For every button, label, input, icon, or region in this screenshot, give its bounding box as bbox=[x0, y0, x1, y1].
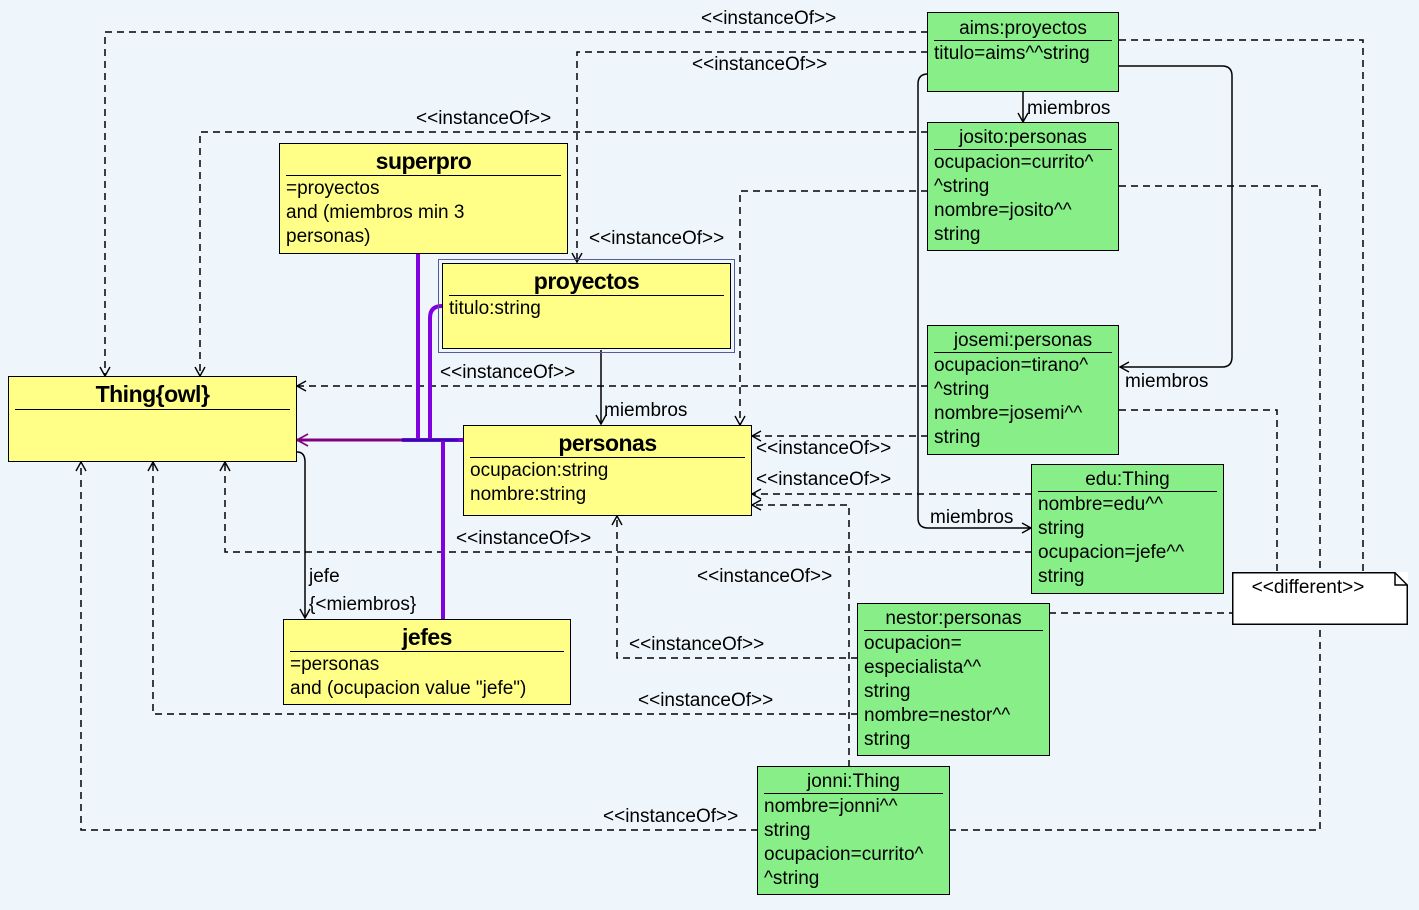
individual-attr: ocupacion=jefe^^ bbox=[1038, 541, 1185, 563]
individual-title: josemi:personas bbox=[934, 328, 1112, 353]
individual-attr: nombre=josito^^ bbox=[934, 199, 1072, 221]
individual-attr: especialista^^ bbox=[864, 656, 982, 678]
edge-label-miembros: miembros bbox=[930, 507, 1014, 528]
individual-attr: string bbox=[1038, 517, 1085, 539]
class-attr: titulo:string bbox=[449, 298, 541, 320]
edge-label-jefe-constraint: {<miembros} bbox=[309, 594, 417, 615]
note-label: <<different>> bbox=[1251, 577, 1365, 598]
edge-miembros-edu bbox=[917, 73, 1033, 534]
individual-nestor[interactable]: nestor:personas ocupacion= especialista^… bbox=[857, 603, 1050, 756]
individual-attr: nombre=edu^^ bbox=[1038, 493, 1164, 515]
class-jefes[interactable]: jefes =personas and (ocupacion value "je… bbox=[283, 619, 571, 705]
individual-title: nestor:personas bbox=[864, 606, 1043, 631]
individual-attr: nombre=nestor^^ bbox=[864, 704, 1011, 726]
individual-josito[interactable]: josito:personas ocupacion=currito^ ^stri… bbox=[927, 122, 1119, 251]
individual-attr: ocupacion=tirano^ bbox=[934, 354, 1089, 376]
individual-jonni[interactable]: jonni:Thing nombre=jonni^^ string ocupac… bbox=[757, 766, 950, 895]
class-attr: =personas bbox=[290, 654, 380, 676]
edge-label: <<instanceOf>> bbox=[697, 566, 833, 587]
edge-label: <<instanceOf>> bbox=[456, 528, 592, 549]
edge-different-josemi bbox=[1119, 409, 1278, 572]
class-title: jefes bbox=[290, 622, 564, 653]
edge-josito-thing bbox=[194, 131, 928, 378]
edge-label-jefe: jefe bbox=[309, 566, 340, 587]
class-thing[interactable]: Thing{owl} bbox=[8, 376, 297, 462]
class-superpro[interactable]: superpro =proyectos and (miembros min 3 … bbox=[279, 143, 568, 254]
edge-different-josito bbox=[1119, 185, 1321, 572]
class-attr: nombre:string bbox=[470, 484, 587, 506]
class-personas[interactable]: personas ocupacion:string nombre:string bbox=[463, 425, 752, 516]
edge-nestor-personas bbox=[611, 514, 858, 659]
edge-label-miembros: miembros bbox=[1125, 371, 1209, 392]
edge-different-jonni bbox=[949, 625, 1321, 831]
edge-label: <<instanceOf>> bbox=[692, 54, 828, 75]
edge-aims-proyectos bbox=[571, 51, 928, 264]
edge-miembros-josemi bbox=[1118, 65, 1233, 373]
class-title: proyectos bbox=[449, 266, 724, 297]
class-proyectos-frame bbox=[438, 259, 735, 353]
edge-label: <<instanceOf>> bbox=[589, 228, 725, 249]
individual-attr: string bbox=[864, 728, 911, 750]
edge-thing-jefes bbox=[296, 451, 311, 620]
individual-edu[interactable]: edu:Thing nombre=edu^^ string ocupacion=… bbox=[1031, 464, 1224, 594]
individual-title: josito:personas bbox=[934, 125, 1112, 150]
individual-attr: titulo=aims^^string bbox=[934, 42, 1090, 64]
edge-josito-personas bbox=[734, 190, 928, 427]
individual-title: jonni:Thing bbox=[764, 769, 943, 794]
class-title: Thing{owl} bbox=[15, 379, 290, 411]
edge-label-miembros: miembros bbox=[604, 400, 688, 421]
individual-attr: ocupacion= bbox=[864, 632, 962, 654]
individual-attr: string bbox=[764, 819, 811, 841]
edge-label: <<instanceOf>> bbox=[756, 469, 892, 490]
individual-josemi[interactable]: josemi:personas ocupacion=tirano^ ^strin… bbox=[927, 325, 1119, 455]
class-attr: ocupacion:string bbox=[470, 460, 609, 482]
class-attr: and (miembros min 3 bbox=[286, 202, 465, 224]
subclass-proyectos bbox=[428, 304, 443, 440]
individual-attr: nombre=jonni^^ bbox=[764, 795, 898, 817]
edge-label: <<instanceOf>> bbox=[416, 108, 552, 129]
edge-label: <<instanceOf>> bbox=[603, 806, 739, 827]
edge-label: <<instanceOf>> bbox=[440, 362, 576, 383]
edge-edu-thing bbox=[219, 460, 1032, 553]
class-title: personas bbox=[470, 428, 745, 459]
edge-label-miembros: miembros bbox=[1027, 98, 1111, 119]
individual-attr: string bbox=[934, 426, 981, 448]
class-proyectos[interactable]: proyectos titulo:string bbox=[442, 263, 731, 349]
class-title: superpro bbox=[286, 146, 561, 177]
individual-attr: string bbox=[934, 223, 981, 245]
edge-label: <<instanceOf>> bbox=[629, 634, 765, 655]
individual-attr: string bbox=[1038, 565, 1085, 587]
individual-attr: ^string bbox=[764, 867, 820, 889]
edge-different-aims bbox=[1119, 39, 1364, 572]
class-attr: and (ocupacion value "jefe") bbox=[290, 678, 527, 700]
edge-label: <<instanceOf>> bbox=[638, 690, 774, 711]
individual-attr: ^string bbox=[934, 175, 990, 197]
individual-attr: ocupacion=currito^ bbox=[934, 151, 1094, 173]
edge-jonni-thing bbox=[75, 460, 758, 831]
edge-jonni-personas bbox=[750, 499, 850, 767]
class-attr: =proyectos bbox=[286, 178, 380, 200]
individual-attr: nombre=josemi^^ bbox=[934, 402, 1083, 424]
note-different[interactable]: <<different>> bbox=[1232, 572, 1408, 625]
individual-attr: string bbox=[864, 680, 911, 702]
note-shape bbox=[1232, 572, 1408, 625]
individual-aims[interactable]: aims:proyectos titulo=aims^^string bbox=[927, 12, 1119, 92]
edge-label: <<instanceOf>> bbox=[701, 8, 837, 29]
individual-title: edu:Thing bbox=[1038, 467, 1217, 492]
individual-attr: ^string bbox=[934, 378, 990, 400]
class-attr: personas) bbox=[286, 226, 371, 248]
edge-label: <<instanceOf>> bbox=[756, 438, 892, 459]
edge-nestor-thing bbox=[147, 460, 858, 715]
edge-aims-thing bbox=[99, 31, 928, 378]
individual-attr: ocupacion=currito^ bbox=[764, 843, 924, 865]
individual-title: aims:proyectos bbox=[934, 15, 1112, 41]
